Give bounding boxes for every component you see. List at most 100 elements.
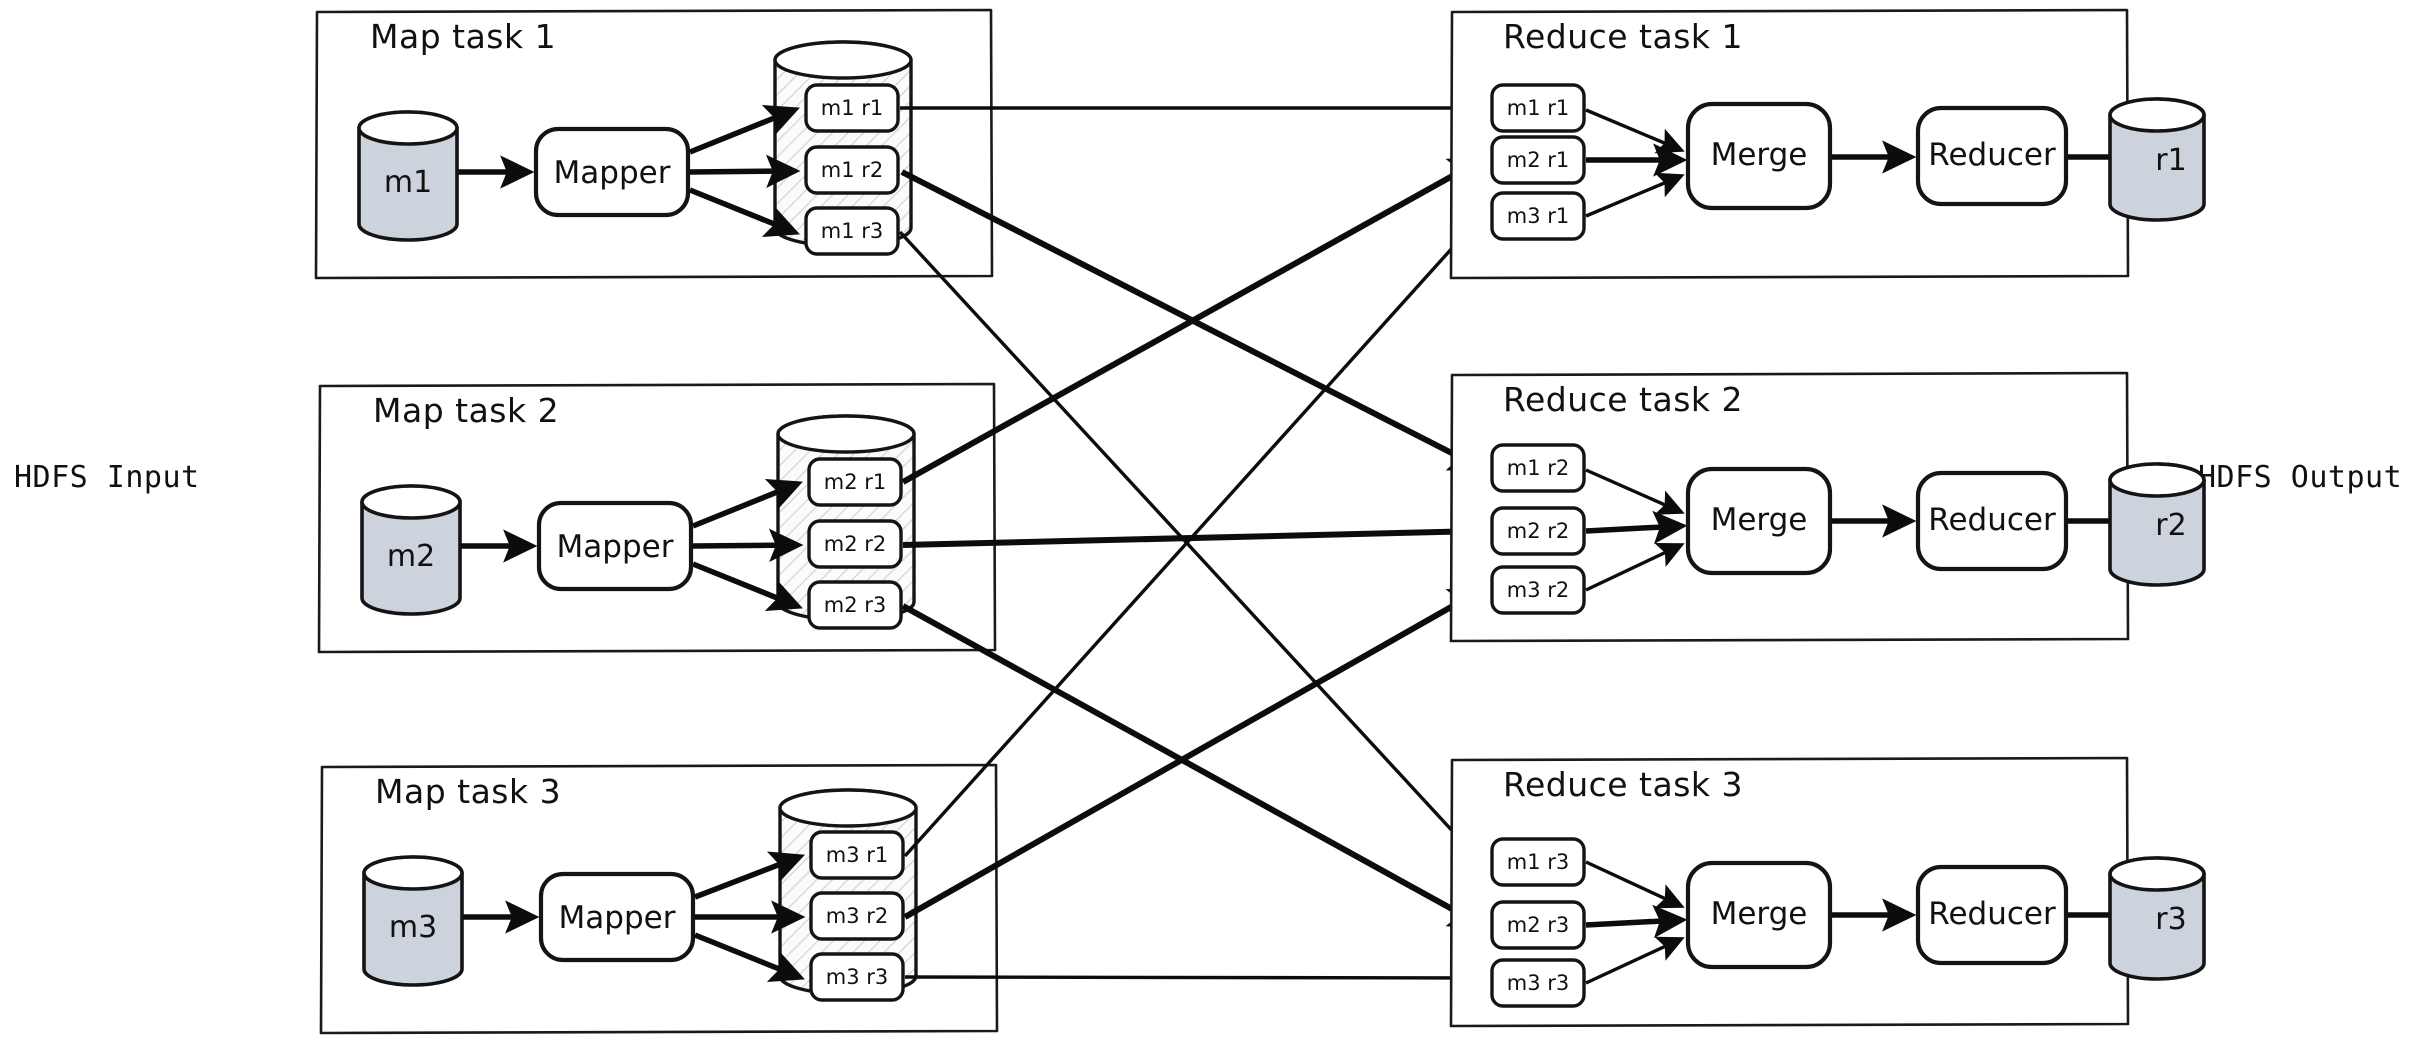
reduce-task-2-merge[interactable]: Merge xyxy=(1685,466,1833,576)
shuffle-edges xyxy=(898,94,1488,992)
reduce-task-2-output-cylinder[interactable]: r2 xyxy=(2108,462,2206,587)
shuffle-m3r2-to-reduce2 xyxy=(903,586,1488,920)
map-task-2-partition-1[interactable]: m2 r1 xyxy=(807,457,903,507)
map-task-1-input-label: m1 xyxy=(384,165,432,200)
map-task-2-input-label: m2 xyxy=(387,539,435,574)
reduce-task-2-input-2-label: m2 r2 xyxy=(1507,519,1570,543)
hdfs-input-label: HDFS Input xyxy=(14,460,200,495)
map-task-2-mapper-label: Mapper xyxy=(557,529,674,565)
reduce-task-1-output-cylinder[interactable]: r1 xyxy=(2108,97,2206,222)
reduce-task-3-reducer[interactable]: Reducer xyxy=(1915,864,2069,966)
reduce-task-2-reducer-label: Reducer xyxy=(1928,502,2056,538)
map-task-3: Map task 3 m3 Mapper m3 r1 xyxy=(319,763,999,1035)
map-task-2-partition-1-label: m2 r1 xyxy=(824,470,887,494)
map-task-3-partition-2-label: m3 r2 xyxy=(826,904,889,928)
map-task-3-mapper-label: Mapper xyxy=(559,900,676,936)
map-task-1-partition-1-label: m1 r1 xyxy=(821,96,884,120)
reduce-task-1-input-2-label: m2 r1 xyxy=(1507,148,1570,172)
reduce-task-3-input-1[interactable]: m1 r3 xyxy=(1490,837,1586,887)
m3-mapper-to-p3-arrow xyxy=(693,932,805,983)
reduce-task-2-input-1[interactable]: m1 r2 xyxy=(1490,443,1586,493)
m1-mapper-to-p1-arrow xyxy=(688,104,800,155)
reduce-task-1-title: Reduce task 1 xyxy=(1503,17,1743,56)
reduce-task-3-input-1-label: m1 r3 xyxy=(1507,850,1570,874)
reduce-task-1-input-1-label: m1 r1 xyxy=(1507,96,1570,120)
map-task-1-partition-2[interactable]: m1 r2 xyxy=(804,145,900,195)
shuffle-m3r1-to-reduce1 xyxy=(903,212,1484,858)
map-task-1-mapper-label: Mapper xyxy=(554,155,671,191)
reduce-task-3-input-3[interactable]: m3 r3 xyxy=(1490,958,1586,1008)
m3-mapper-to-p1-arrow xyxy=(694,851,805,900)
m2-mapper-to-p3-arrow xyxy=(691,561,803,612)
map-task-3-input-label: m3 xyxy=(389,910,437,945)
reduce-task-1-input-3[interactable]: m3 r1 xyxy=(1490,191,1586,241)
map-task-3-partition-3-label: m3 r3 xyxy=(826,965,889,989)
r3-in2-to-merge-arrow xyxy=(1585,904,1688,939)
reduce-task-1-reducer[interactable]: Reducer xyxy=(1915,105,2069,207)
map-task-3-title: Map task 3 xyxy=(375,772,561,811)
reduce-task-1-input-3-label: m3 r1 xyxy=(1507,204,1570,228)
shuffle-m1r3-to-reduce3 xyxy=(898,230,1484,865)
reduce-task-3-merge-label: Merge xyxy=(1711,896,1808,932)
m2-mapper-to-p2-arrow xyxy=(692,528,804,562)
m1-mapper-to-p2-arrow xyxy=(689,154,801,188)
reduce-task-3: Reduce task 3 m1 r3 m2 r3 m3 r3 Merge xyxy=(1449,756,2206,1028)
reduce-task-3-input-2[interactable]: m2 r3 xyxy=(1490,900,1586,950)
map-task-3-partition-3[interactable]: m3 r3 xyxy=(809,952,905,1002)
map-task-1-mapper[interactable]: Mapper xyxy=(533,126,691,218)
shuffle-m3r3-to-reduce3 xyxy=(904,964,1486,992)
r2-in1-to-merge-arrow xyxy=(1585,468,1685,515)
map-task-3-mapper[interactable]: Mapper xyxy=(538,871,696,963)
reduce-task-3-reducer-label: Reducer xyxy=(1928,896,2056,932)
reduce-task-1-merge-label: Merge xyxy=(1711,137,1808,173)
reduce-task-2-input-3-label: m3 r2 xyxy=(1507,578,1570,602)
map-task-1-partition-1[interactable]: m1 r1 xyxy=(804,83,900,133)
map-task-3-partition-1[interactable]: m3 r1 xyxy=(809,830,905,880)
map-task-2-mapper[interactable]: Mapper xyxy=(536,500,694,592)
map-task-2-partition-2-label: m2 r2 xyxy=(824,532,887,556)
r1-in3-to-merge-arrow xyxy=(1585,172,1685,218)
map-task-1-partition-3[interactable]: m1 r3 xyxy=(804,206,900,256)
reduce-task-1-input-2[interactable]: m2 r1 xyxy=(1490,135,1586,185)
map-task-1: Map task 1 m1 Mapper xyxy=(314,8,994,280)
reduce-task-3-output-label: r3 xyxy=(2155,902,2186,937)
r2-in2-to-merge-arrow xyxy=(1585,510,1688,545)
reduce-task-3-input-3-label: m3 r3 xyxy=(1507,971,1570,995)
reduce-task-1-merge[interactable]: Merge xyxy=(1685,101,1833,211)
reduce-task-1-input-1[interactable]: m1 r1 xyxy=(1490,83,1586,133)
map-task-2-partition-3-label: m2 r3 xyxy=(824,593,887,617)
map-task-3-partition-1-label: m3 r1 xyxy=(826,843,889,867)
r3-in1-to-merge-arrow xyxy=(1585,860,1685,909)
reduce-task-1-output-label: r1 xyxy=(2155,143,2186,178)
r2-in3-to-merge-arrow xyxy=(1585,542,1685,592)
shuffle-m2r3-to-reduce3 xyxy=(901,603,1488,929)
reduce-task-3-input-2-label: m2 r3 xyxy=(1507,913,1570,937)
map-task-2-partition-3[interactable]: m2 r3 xyxy=(807,580,903,630)
map-task-1-input-cylinder[interactable]: m1 xyxy=(357,110,459,242)
reduce-task-2-title: Reduce task 2 xyxy=(1503,380,1743,419)
map-task-2: Map task 2 m2 Mapper m2 r1 xyxy=(317,382,997,654)
map-task-2-input-cylinder[interactable]: m2 xyxy=(360,484,462,616)
map-task-3-input-cylinder[interactable]: m3 xyxy=(362,855,464,987)
map-task-1-partition-3-label: m1 r3 xyxy=(821,219,884,243)
reduce-task-2-merge-label: Merge xyxy=(1711,502,1808,538)
map-task-1-partition-2-label: m1 r2 xyxy=(821,158,884,182)
reduce-task-3-merge[interactable]: Merge xyxy=(1685,860,1833,970)
r3-in3-to-merge-arrow xyxy=(1585,936,1685,985)
m1-mapper-to-p3-arrow xyxy=(688,187,800,238)
reduce-task-3-output-cylinder[interactable]: r3 xyxy=(2108,856,2206,981)
reduce-task-2-reducer[interactable]: Reducer xyxy=(1915,470,2069,572)
reduce-task-2-input-2[interactable]: m2 r2 xyxy=(1490,506,1586,556)
m2-mapper-to-p1-arrow xyxy=(691,478,803,529)
reduce-task-3-title: Reduce task 3 xyxy=(1503,765,1743,804)
hdfs-output-label: HDFS Output xyxy=(2198,460,2402,495)
reduce-task-2-input-3[interactable]: m3 r2 xyxy=(1490,565,1586,615)
reduce-task-1: Reduce task 1 m1 r1 m2 r1 m3 r1 Merge xyxy=(1449,8,2206,280)
map-task-2-partition-2[interactable]: m2 r2 xyxy=(807,519,903,569)
map-task-3-partition-2[interactable]: m3 r2 xyxy=(809,891,905,941)
reduce-task-2: Reduce task 2 m1 r2 m2 r2 m3 r2 Merge xyxy=(1449,371,2206,643)
shuffle-m2r1-to-reduce1 xyxy=(901,156,1488,485)
reduce-task-1-reducer-label: Reducer xyxy=(1928,137,2056,173)
